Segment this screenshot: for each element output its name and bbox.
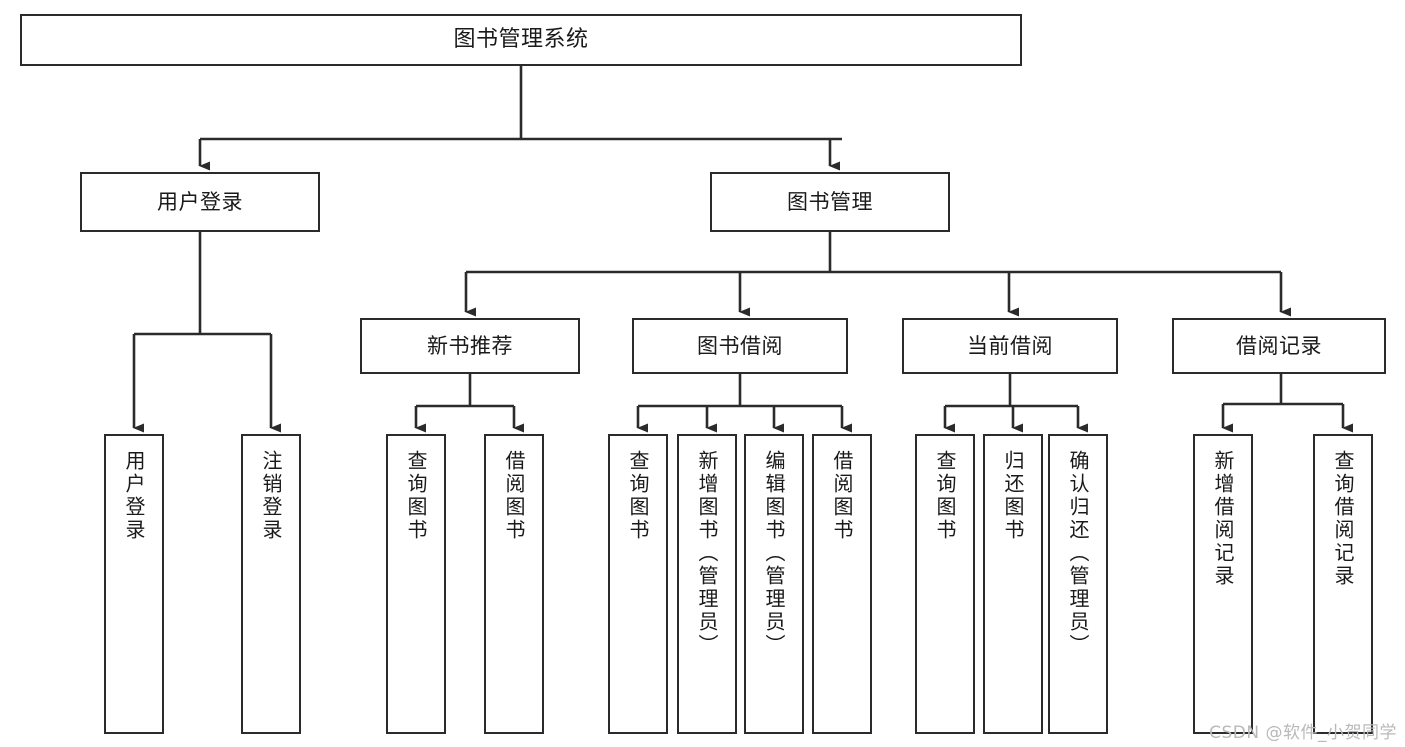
edge-group-book-borrow <box>636 374 852 433</box>
node-leaf-borrow-book-1[interactable]: 借阅图书 <box>484 434 544 734</box>
node-leaf-return-book[interactable]: 归还图书 <box>983 434 1043 734</box>
node-borrow-record-label: 借阅记录 <box>1236 333 1322 358</box>
node-leaf-query-book-1-label: 查询图书 <box>404 450 428 542</box>
node-leaf-query-record[interactable]: 查询借阅记录 <box>1313 434 1373 734</box>
node-leaf-borrow-book-2[interactable]: 借阅图书 <box>812 434 872 734</box>
node-user-login[interactable]: 用户登录 <box>80 172 320 232</box>
node-leaf-borrow-book-1-label: 借阅图书 <box>502 450 526 542</box>
node-root-label: 图书管理系统 <box>453 27 589 53</box>
node-book-manage-label: 图书管理 <box>787 189 873 214</box>
node-leaf-query-book-2-label: 查询图书 <box>626 450 650 542</box>
node-user-login-label: 用户登录 <box>157 189 243 214</box>
node-leaf-query-record-label: 查询借阅记录 <box>1331 450 1355 588</box>
node-leaf-user-logout-label: 注销登录 <box>259 450 283 542</box>
edge-group-borrow-record <box>1221 374 1353 433</box>
edge-group-root <box>198 66 842 171</box>
node-leaf-confirm-return[interactable]: 确认归还（管理员） <box>1048 434 1108 734</box>
node-borrow-record[interactable]: 借阅记录 <box>1172 318 1386 374</box>
node-book-borrow-label: 图书借阅 <box>697 333 783 358</box>
node-leaf-borrow-book-2-label: 借阅图书 <box>830 450 854 542</box>
node-leaf-query-book-1[interactable]: 查询图书 <box>386 434 446 734</box>
node-new-book-recommend[interactable]: 新书推荐 <box>360 318 580 374</box>
node-leaf-user-logout[interactable]: 注销登录 <box>241 434 301 734</box>
node-new-book-recommend-label: 新书推荐 <box>427 333 513 358</box>
node-book-borrow[interactable]: 图书借阅 <box>632 318 848 374</box>
node-leaf-query-book-2[interactable]: 查询图书 <box>608 434 668 734</box>
node-root[interactable]: 图书管理系统 <box>20 14 1022 66</box>
node-leaf-edit-book[interactable]: 编辑图书（管理员） <box>744 434 804 734</box>
node-leaf-query-book-3-label: 查询图书 <box>933 450 957 542</box>
node-leaf-user-login[interactable]: 用户登录 <box>104 434 164 734</box>
node-leaf-edit-book-label: 编辑图书（管理员） <box>762 450 786 657</box>
edge-group-book-manage <box>464 232 1291 317</box>
node-book-manage[interactable]: 图书管理 <box>710 172 950 232</box>
node-leaf-add-book[interactable]: 新增图书（管理员） <box>677 434 737 734</box>
node-leaf-add-book-label: 新增图书（管理员） <box>695 450 719 657</box>
node-leaf-confirm-return-label: 确认归还（管理员） <box>1066 450 1090 657</box>
node-leaf-query-book-3[interactable]: 查询图书 <box>915 434 975 734</box>
node-leaf-add-record-label: 新增借阅记录 <box>1211 450 1235 588</box>
node-leaf-add-record[interactable]: 新增借阅记录 <box>1193 434 1253 734</box>
node-current-borrow[interactable]: 当前借阅 <box>902 318 1118 374</box>
node-leaf-user-login-label: 用户登录 <box>122 450 146 542</box>
edge-group-current-borrow <box>943 374 1088 433</box>
node-leaf-return-book-label: 归还图书 <box>1001 450 1025 542</box>
edge-group-user-login <box>132 232 281 433</box>
node-current-borrow-label: 当前借阅 <box>967 333 1053 358</box>
edge-group-new-book-recommend <box>414 374 524 433</box>
